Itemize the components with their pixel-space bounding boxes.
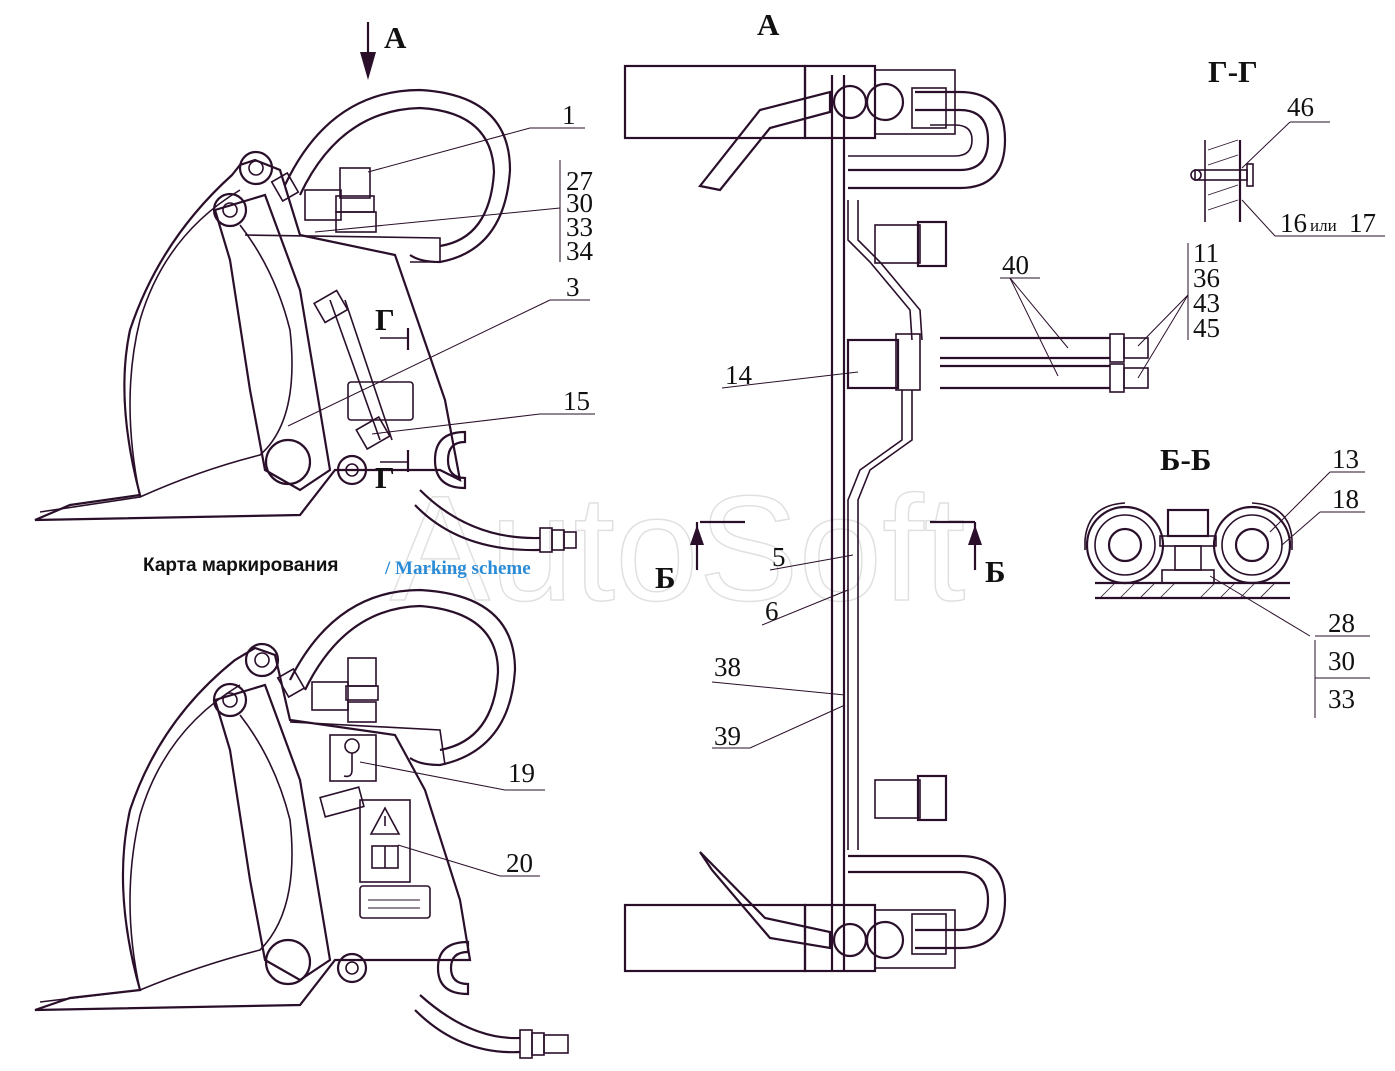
callout-6: 6 bbox=[761, 589, 849, 626]
svg-text:33: 33 bbox=[1328, 684, 1355, 714]
svg-text:16: 16 bbox=[1280, 208, 1307, 238]
view-a-title: А bbox=[757, 7, 780, 42]
view-arrow-a: А bbox=[360, 20, 407, 80]
side-view-top: А bbox=[34, 20, 595, 553]
svg-text:36: 36 bbox=[1193, 263, 1220, 293]
svg-text:3: 3 bbox=[566, 272, 580, 302]
side-view-marking: 19 20 bbox=[34, 588, 569, 1059]
watermark: AutoSoft bbox=[390, 464, 965, 632]
callout-11-36-43-45: 11 36 43 45 bbox=[1137, 238, 1220, 379]
callout-40: 40 bbox=[1000, 250, 1069, 377]
svg-text:18: 18 bbox=[1332, 484, 1359, 514]
view-a: А bbox=[623, 7, 1220, 973]
callout-16-or-17: 16 или 17 bbox=[1241, 199, 1385, 238]
svg-text:43: 43 bbox=[1193, 288, 1220, 318]
cut-g-marker: Г Г bbox=[375, 302, 410, 495]
section-b-b: Б-Б 13 18 bbox=[1084, 442, 1370, 718]
svg-text:27: 27 bbox=[566, 166, 593, 196]
svg-text:6: 6 bbox=[765, 596, 779, 626]
view-arrow-a-label: А bbox=[384, 20, 407, 55]
svg-text:30: 30 bbox=[566, 188, 593, 218]
callout-14: 14 bbox=[721, 360, 859, 390]
svg-text:1: 1 bbox=[562, 100, 576, 130]
svg-text:30: 30 bbox=[1328, 646, 1355, 676]
cut-g-bottom-label: Г bbox=[375, 460, 395, 495]
cut-b-right-label: Б bbox=[985, 554, 1006, 589]
callout-18: 18 bbox=[1281, 484, 1365, 546]
callout-28-30-33: 28 30 33 bbox=[1209, 575, 1370, 718]
svg-text:34: 34 bbox=[566, 236, 594, 266]
callout-1: 1 bbox=[367, 100, 585, 173]
svg-text:20: 20 bbox=[506, 848, 533, 878]
svg-text:28: 28 bbox=[1328, 608, 1355, 638]
section-g-title: Г-Г bbox=[1208, 54, 1258, 89]
section-b-title: Б-Б bbox=[1160, 442, 1211, 477]
section-g-g: Г-Г 46 16 или 17 bbox=[1190, 54, 1385, 238]
caption-en: / Marking scheme bbox=[384, 558, 531, 579]
svg-text:38: 38 bbox=[714, 652, 741, 682]
svg-text:40: 40 bbox=[1002, 250, 1029, 280]
cut-b-left-label: Б bbox=[655, 560, 676, 595]
svg-text:или: или bbox=[1310, 216, 1337, 235]
svg-text:39: 39 bbox=[714, 721, 741, 751]
svg-text:19: 19 bbox=[508, 758, 535, 788]
callout-46: 46 bbox=[1241, 92, 1330, 169]
cut-b-marker: Б Б bbox=[655, 520, 1006, 595]
svg-text:17: 17 bbox=[1349, 208, 1376, 238]
callout-38: 38 bbox=[711, 652, 846, 696]
callout-39: 39 bbox=[712, 704, 846, 751]
svg-text:13: 13 bbox=[1332, 444, 1359, 474]
callout-20: 20 bbox=[397, 844, 540, 878]
svg-text:46: 46 bbox=[1287, 92, 1314, 122]
caption-ru: Карта маркирования bbox=[143, 555, 339, 576]
callout-15: 15 bbox=[371, 386, 595, 435]
svg-text:45: 45 bbox=[1193, 313, 1220, 343]
callout-27-30-33-34: 27 30 33 34 bbox=[314, 160, 594, 266]
callout-5: 5 bbox=[769, 542, 854, 572]
cut-g-top-label: Г bbox=[375, 302, 395, 337]
callout-19: 19 bbox=[359, 758, 545, 791]
marking-caption: Карта маркирования / Marking scheme bbox=[143, 555, 531, 579]
svg-text:11: 11 bbox=[1193, 238, 1219, 268]
callout-3: 3 bbox=[287, 272, 590, 427]
svg-text:15: 15 bbox=[563, 386, 590, 416]
callout-13: 13 bbox=[1269, 444, 1365, 533]
svg-text:14: 14 bbox=[725, 360, 753, 390]
svg-text:33: 33 bbox=[566, 212, 593, 242]
svg-text:5: 5 bbox=[772, 542, 786, 572]
